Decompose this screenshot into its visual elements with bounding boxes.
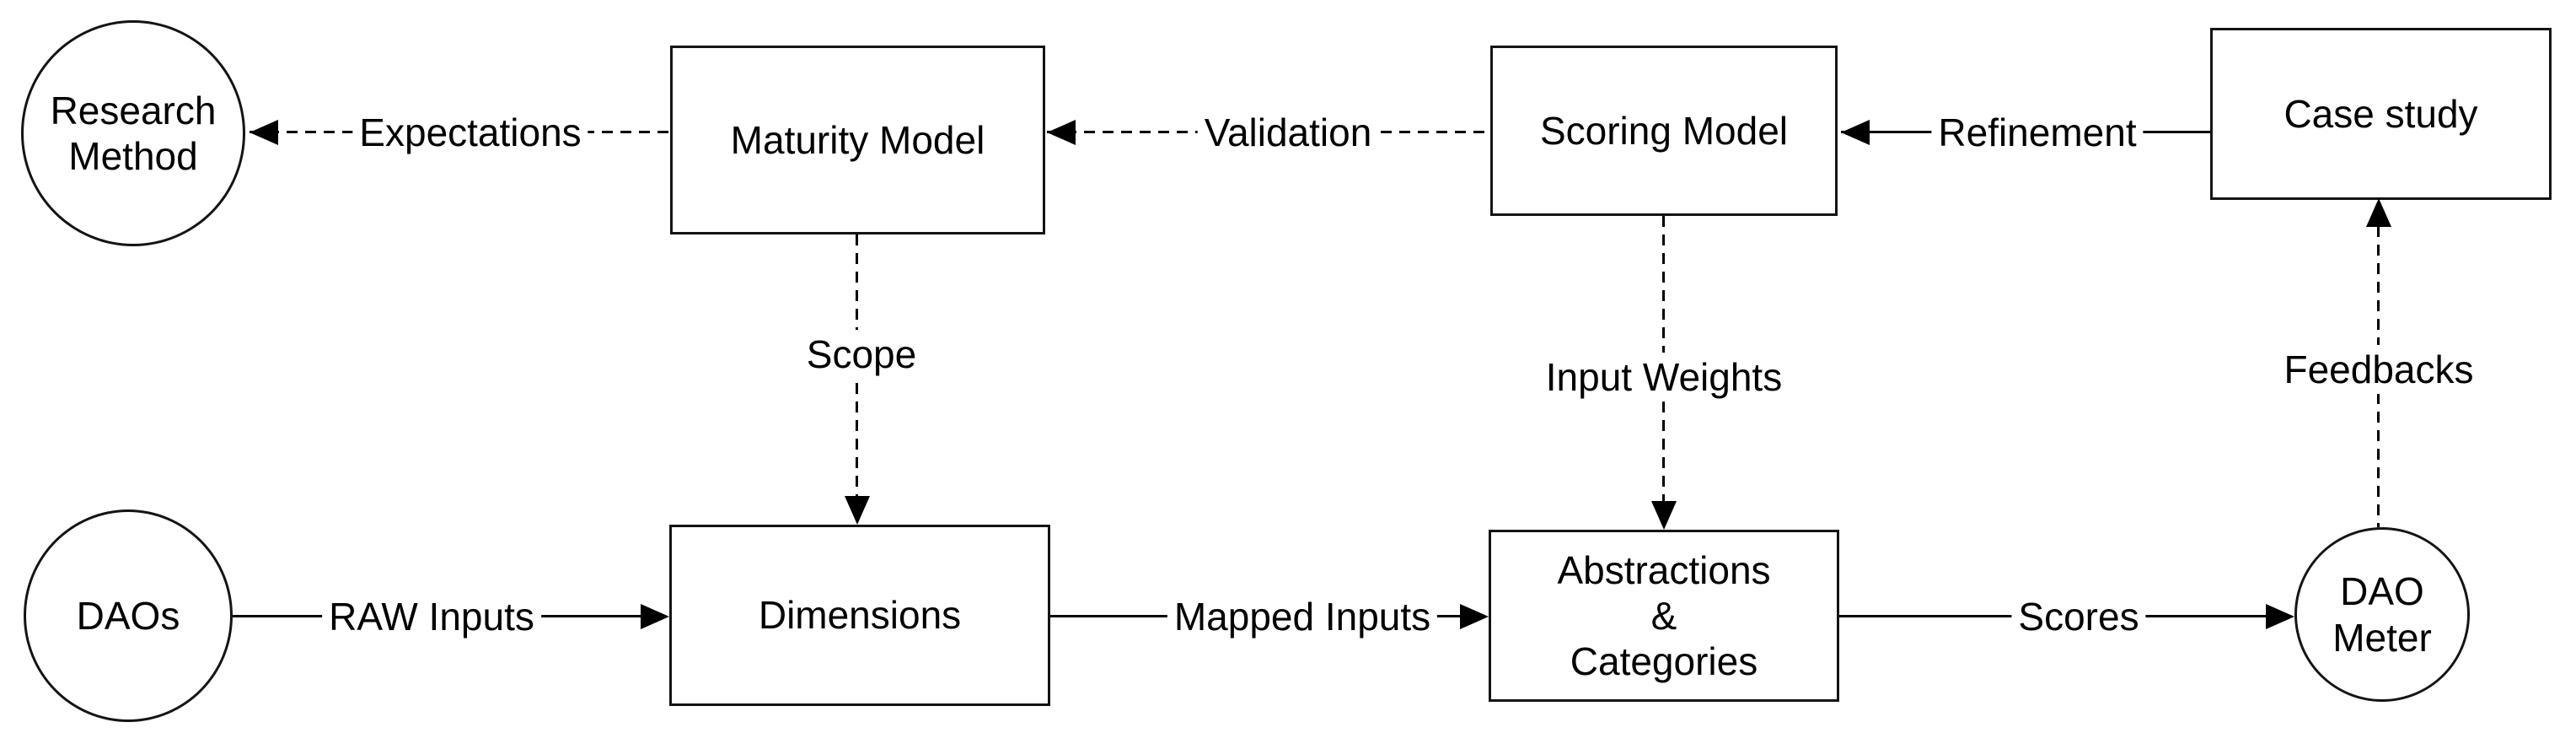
node-abstractions-categories: Abstractions & Categories (1489, 530, 1839, 702)
arrowhead-left-icon (250, 120, 278, 145)
arrowhead-left-icon (1841, 120, 1870, 145)
node-case-study: Case study (2210, 28, 2552, 200)
node-label: DAO Meter (2332, 569, 2432, 660)
arrowhead-right-icon (2266, 604, 2294, 629)
node-label: DAOs (76, 593, 180, 638)
edge-label-input-weights: Input Weights (1538, 353, 1790, 402)
edge-label-mapped-inputs: Mapped Inputs (1167, 592, 1438, 641)
edge-label-raw-inputs: RAW Inputs (322, 592, 541, 641)
node-dimensions: Dimensions (669, 525, 1050, 706)
edge-label-scores: Scores (2011, 592, 2146, 641)
node-dao-meter: DAO Meter (2294, 527, 2470, 702)
arrowhead-down-icon (845, 496, 870, 525)
node-label: Case study (2284, 91, 2478, 136)
node-label: Dimensions (758, 593, 962, 638)
node-label: Scoring Model (1539, 108, 1789, 153)
node-label: Maturity Model (730, 117, 985, 162)
edge-label-scope: Scope (799, 330, 924, 379)
node-research-method: Research Method (21, 20, 245, 246)
node-maturity-model: Maturity Model (670, 46, 1045, 234)
edge-label-refinement: Refinement (1931, 108, 2144, 157)
node-label: Research Method (50, 88, 217, 178)
edge-label-feedbacks: Feedbacks (2277, 345, 2481, 394)
arrowhead-up-icon (2366, 198, 2391, 227)
arrowhead-right-icon (641, 604, 669, 629)
arrowhead-down-icon (1651, 501, 1677, 530)
edge-label-validation: Validation (1197, 108, 1379, 157)
node-label: Abstractions & Categories (1557, 547, 1771, 684)
arrowhead-left-icon (1047, 120, 1076, 145)
node-daos: DAOs (24, 509, 233, 722)
arrowhead-right-icon (1460, 604, 1489, 629)
node-scoring-model: Scoring Model (1490, 46, 1838, 216)
edge-label-expectations: Expectations (352, 108, 588, 157)
